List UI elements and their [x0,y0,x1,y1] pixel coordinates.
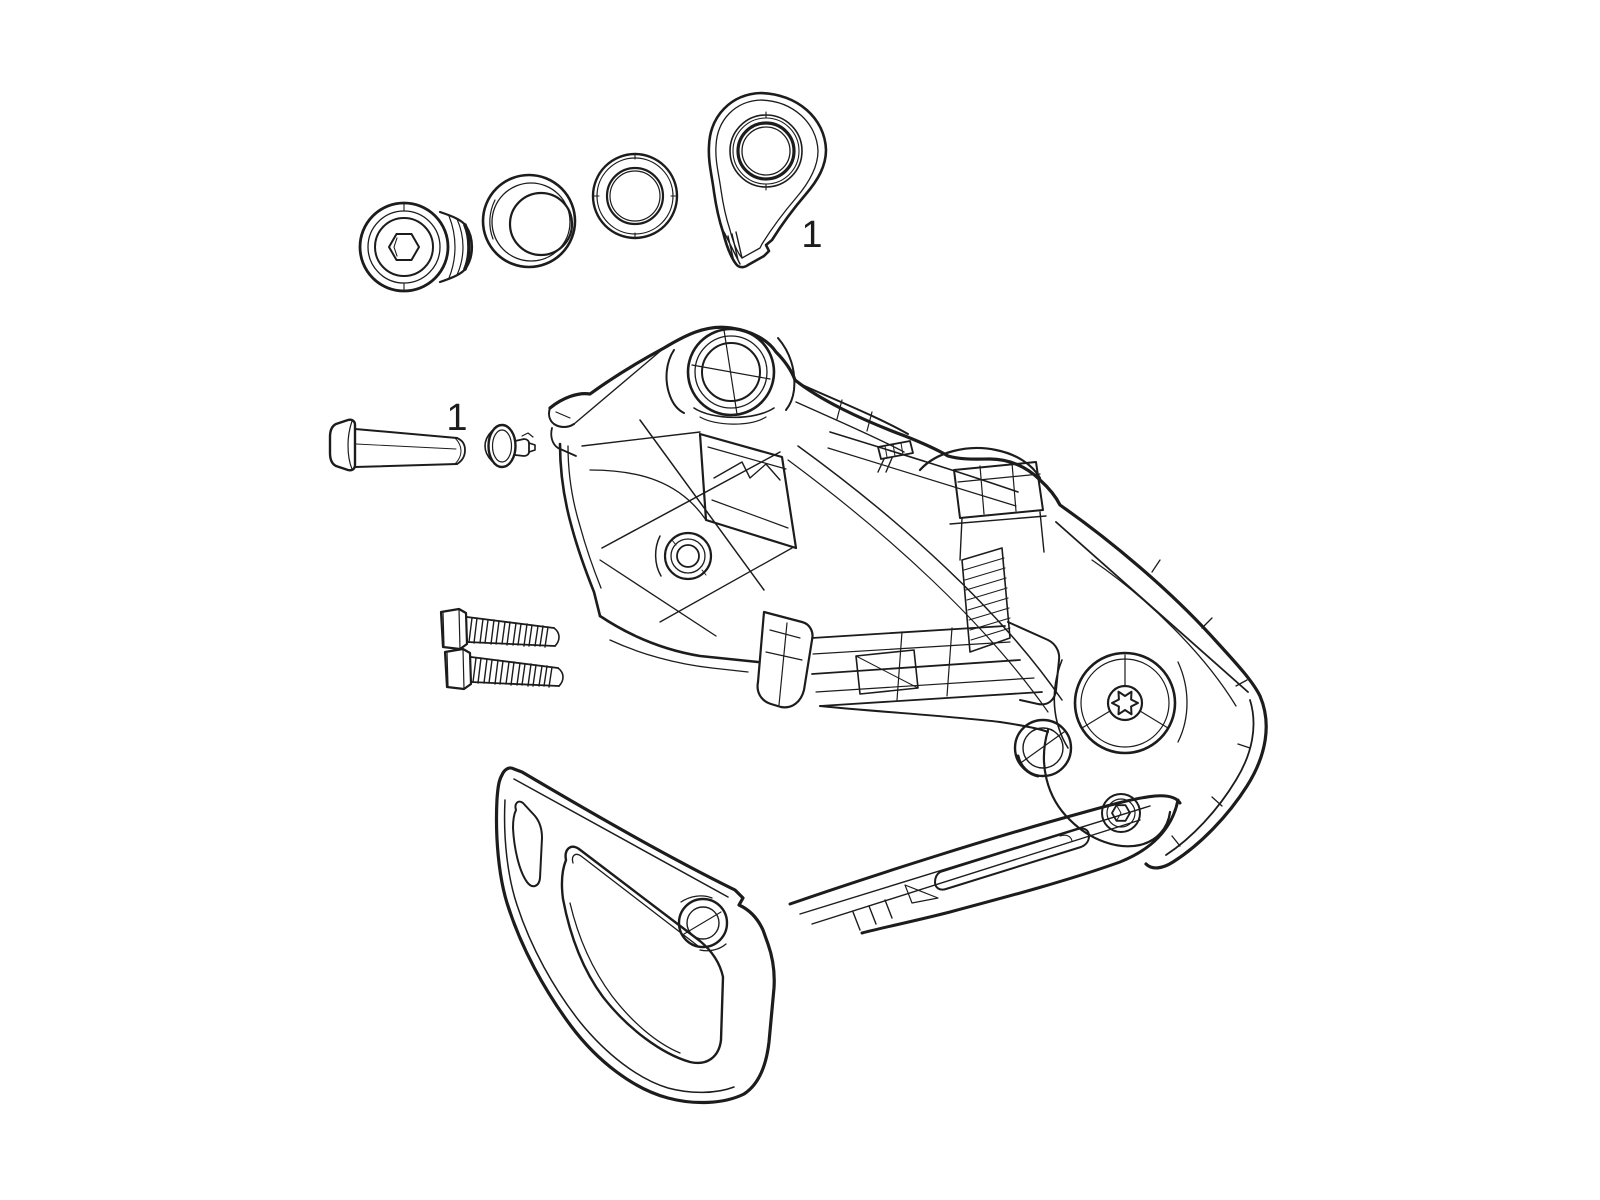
callout-hanger-bolt: 1 [801,214,822,256]
cup-washer-part [483,175,575,267]
lower-pulley-bore [679,899,727,947]
derailleur-body-part [549,327,1266,933]
guard-slot [513,802,542,887]
arm-bottom-silhouette [862,800,1178,933]
body-window [700,434,796,548]
mounting-screw-lower [445,649,563,689]
thread-hatch [469,618,548,647]
guard-outline [496,768,774,1103]
hex-socket [389,234,419,260]
pivot-bore [665,533,711,579]
bushing-ring-part [593,154,677,238]
cage-pivot-pin-part [330,420,465,471]
hex-bolt-icon [1112,805,1130,821]
torx-bolt-icon [1112,692,1138,715]
clutch-cover [1054,653,1187,753]
wire-connector [878,441,913,472]
body-silhouette [550,327,1266,868]
pin-end-stud-part [485,425,535,467]
serrated-strip [962,548,1010,652]
cage-arm [790,796,1180,904]
lower-knuckle [1044,730,1170,846]
cage-arm-slot [935,828,1089,889]
upper-pulley-bore [1015,720,1071,776]
guard-window [562,847,723,1063]
outer-cage-skid-plate-part [496,768,1180,1103]
mounting-screw-upper [441,609,559,649]
cage-lock-tab [758,612,813,707]
foot-hatch [724,232,742,264]
callout-pivot-pin: 1 [446,397,467,439]
upper-pivot-eyelet [688,329,774,415]
b-adjust-bolt-part [360,203,472,291]
thread-hatch [473,658,552,687]
hanger-mount-bolt-part [709,93,826,267]
battery-mount [920,448,1046,524]
